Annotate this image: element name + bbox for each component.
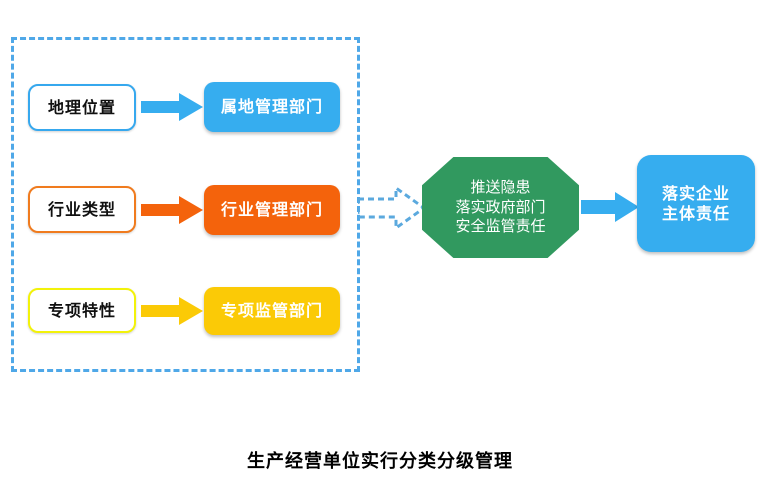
criteria-node-industry[interactable]: 行业类型 xyxy=(28,186,136,233)
department-label: 行业管理部门 xyxy=(220,200,323,219)
octagon-line-2: 落实政府部门 xyxy=(455,197,546,216)
criteria-label: 专项特性 xyxy=(47,300,116,320)
arrow-industry-to-department xyxy=(141,195,203,225)
criteria-label: 行业类型 xyxy=(47,199,116,219)
department-node-local[interactable]: 属地管理部门 xyxy=(204,82,340,132)
criteria-node-special[interactable]: 专项特性 xyxy=(28,288,136,333)
arrow-geography-to-department xyxy=(141,92,203,122)
outcome-node-enterprise-responsibility[interactable]: 落实企业 主体责任 xyxy=(637,155,755,252)
diagram-caption: 生产经营单位实行分类分级管理 xyxy=(247,451,513,472)
classification-criteria-group xyxy=(11,37,360,372)
dashed-arrow-right-icon xyxy=(358,185,424,231)
octagon-line-1: 推送隐患 xyxy=(470,177,531,196)
criteria-node-geography[interactable]: 地理位置 xyxy=(28,84,136,131)
arrow-special-to-department xyxy=(141,296,203,326)
outcome-line-2: 主体责任 xyxy=(661,203,730,223)
arrow-octagon-to-outcome xyxy=(581,190,639,224)
octagon-line-3: 安全监管责任 xyxy=(455,217,546,236)
department-node-industry[interactable]: 行业管理部门 xyxy=(204,185,340,235)
octagon-push-hazard[interactable]: 推送隐患 落实政府部门 安全监管责任 xyxy=(422,157,579,258)
outcome-line-1: 落实企业 xyxy=(661,183,730,203)
department-node-special[interactable]: 专项监管部门 xyxy=(204,287,340,335)
criteria-label: 地理位置 xyxy=(47,97,116,117)
department-label: 专项监管部门 xyxy=(220,301,323,320)
department-label: 属地管理部门 xyxy=(220,97,323,116)
